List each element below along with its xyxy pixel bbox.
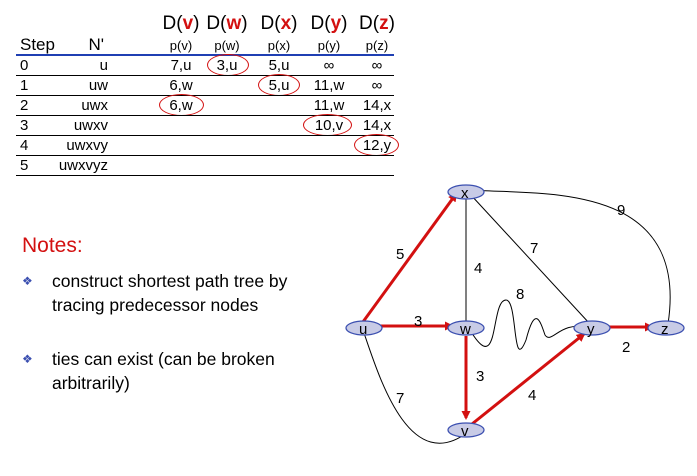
col-header-step: Step: [20, 35, 55, 54]
diamond-bullet-icon: ❖: [22, 352, 33, 366]
node-label-x: x: [461, 185, 469, 202]
weight-x-z: 9: [617, 202, 625, 219]
cell-v: 6,w: [169, 77, 193, 94]
cell-step: 2: [20, 97, 29, 114]
weight-y-z: 2: [622, 339, 630, 356]
node-v: v: [447, 422, 485, 440]
col-header-py: p(y): [317, 38, 341, 53]
edge-x-z: [469, 189, 671, 325]
cell-nprime: uwxv: [73, 117, 108, 134]
edge-w-y: [469, 299, 589, 350]
weight-u-x: 5: [396, 246, 404, 263]
weight-w-v: 3: [476, 368, 484, 385]
cell-z: ∞: [371, 57, 383, 74]
table-row: 3 uwxv 10,v 14,x: [16, 114, 394, 136]
cell-v: 7,u: [170, 57, 192, 74]
cell-nprime: uwxvy: [66, 137, 108, 154]
note-text: construct shortest path tree by tracing …: [52, 271, 288, 315]
table-row: 0 u 7,u 3,u 5,u ∞ ∞: [16, 54, 394, 76]
table-header-predecessors: Step N' p(v) p(w) p(x) p(y) p(z): [16, 34, 394, 54]
weight-w-y: 8: [516, 286, 524, 303]
node-label-z: z: [661, 321, 669, 338]
table-bottom-rule: [16, 175, 394, 176]
col-header-dw: D(w): [206, 13, 248, 34]
cell-step: 4: [20, 137, 29, 154]
col-header-dv: D(v): [162, 13, 200, 34]
node-label-u: u: [359, 321, 367, 338]
node-u: u: [345, 320, 383, 338]
cell-z: ∞: [371, 77, 383, 94]
table-row: 5 uwxvyz: [16, 155, 394, 175]
tree-edge-u-x: [358, 192, 458, 327]
weight-x-y: 7: [530, 240, 538, 257]
table-row: 1 uw 6,w 5,u 11,w ∞: [16, 74, 394, 96]
cell-nprime: uw: [88, 77, 108, 94]
col-header-nprime: N': [88, 35, 104, 54]
cell-y: 11,w: [313, 97, 345, 114]
tree-edge-v-y: [471, 332, 586, 426]
cell-x: 5,u: [268, 57, 290, 74]
col-header-dx: D(x): [260, 13, 298, 34]
edge-x-y: [469, 193, 591, 325]
table-row: 2 uwx 6,w 11,w 14,x: [16, 94, 394, 116]
table-header-distances: D(v) D(w) D(x) D(y) D(z): [16, 10, 395, 34]
cell-step: 1: [20, 77, 29, 94]
notes-title: Notes:: [22, 234, 83, 257]
col-header-px: p(x): [267, 38, 291, 53]
node-y: y: [573, 320, 611, 338]
cell-y: 11,w: [313, 77, 345, 94]
col-header-dz: D(z): [359, 13, 395, 34]
node-label-y: y: [587, 321, 595, 338]
dijkstra-table: D(v) D(w) D(x) D(y) D(z) Step N' p(v) p(…: [16, 10, 399, 176]
weight-x-w: 4: [474, 260, 482, 277]
weight-u-w: 3: [414, 313, 422, 330]
diamond-bullet-icon: ❖: [22, 274, 33, 288]
col-header-pw: p(w): [214, 38, 240, 53]
weight-v-y: 4: [528, 387, 536, 404]
node-x: x: [447, 184, 485, 202]
table-row: 4 uwxvy 12,y: [16, 134, 399, 156]
note-text: ties can exist (can be broken arbitraril…: [52, 349, 275, 393]
cell-z: 14,x: [362, 117, 392, 134]
node-label-v: v: [461, 423, 469, 440]
weight-u-v: 7: [396, 390, 404, 407]
node-z: z: [647, 320, 685, 338]
edge-u-v: [363, 332, 469, 444]
cell-step: 3: [20, 117, 29, 134]
cell-nprime: u: [99, 57, 108, 74]
node-w: w: [447, 320, 485, 338]
col-header-dy: D(y): [310, 13, 348, 34]
node-label-w: w: [459, 321, 471, 338]
cell-y: ∞: [323, 57, 335, 74]
col-header-pz: p(z): [365, 38, 389, 53]
cell-z: 14,x: [362, 97, 392, 114]
cell-nprime: uwxvyz: [58, 157, 108, 174]
cell-nprime: uwx: [81, 97, 108, 114]
cell-step: 0: [20, 57, 29, 74]
col-header-pv: p(v): [169, 38, 193, 53]
cell-step: 5: [20, 157, 29, 174]
